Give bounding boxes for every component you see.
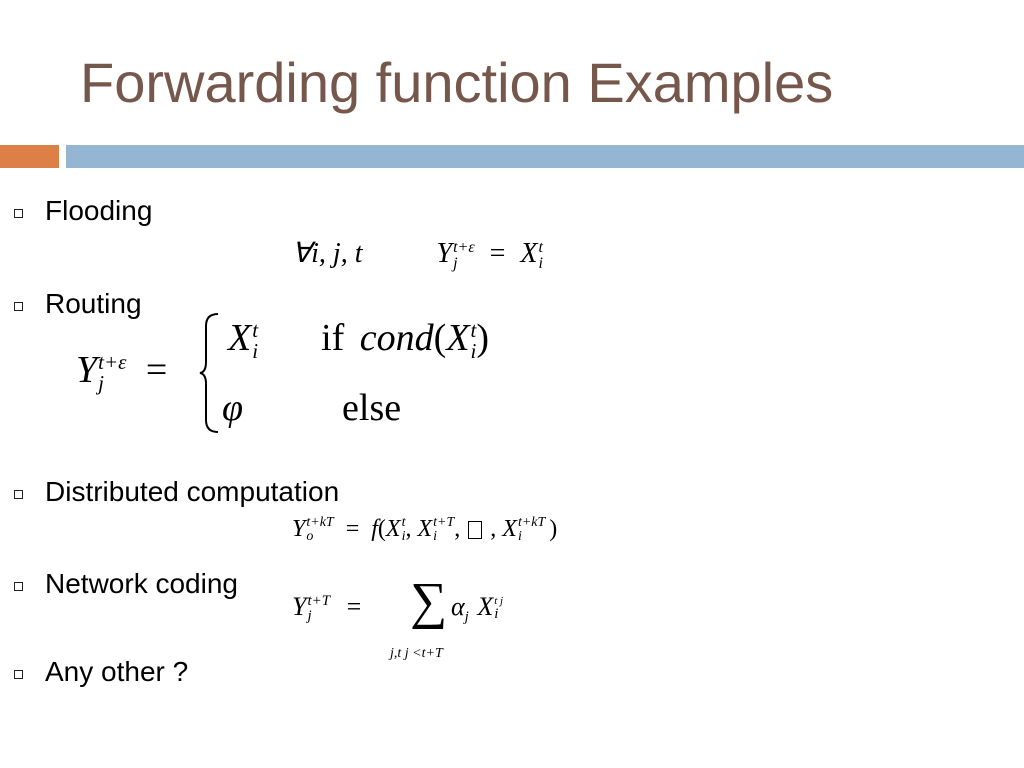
bullet-label: Network coding [45,568,238,599]
square-bullet-icon [14,489,23,499]
bullet-label: Flooding [45,195,153,226]
bullet-network-coding: Network coding [14,568,238,600]
bullet-label: Any other ? [45,656,189,687]
flooding-quantifier: ∀i, j, t [292,238,363,269]
bullet-distributed-computation: Distributed computation [14,476,339,508]
summation-icon: ∑ [410,573,448,630]
routing-equals: = [145,349,168,391]
flooding-equals: = [489,238,506,269]
square-bullet-icon [14,581,23,591]
bullet-any-other: Any other ? [14,656,188,688]
title-underline-bar [66,145,1024,168]
square-bullet-icon [14,301,23,311]
bullet-label: Distributed computation [45,476,340,507]
missing-glyph-icon [468,521,483,540]
slide-title: Forwarding function Examples [80,51,834,114]
square-bullet-icon [14,208,23,218]
summation-limit: j,t j <t+T [390,646,443,661]
left-brace-icon [199,313,219,433]
square-bullet-icon [14,669,23,679]
routing-case-2: φ else [222,387,402,429]
bullet-routing: Routing [14,288,142,320]
bullet-label: Routing [45,288,142,319]
title-underline-accent [0,145,59,168]
bullet-flooding: Flooding [14,195,152,227]
